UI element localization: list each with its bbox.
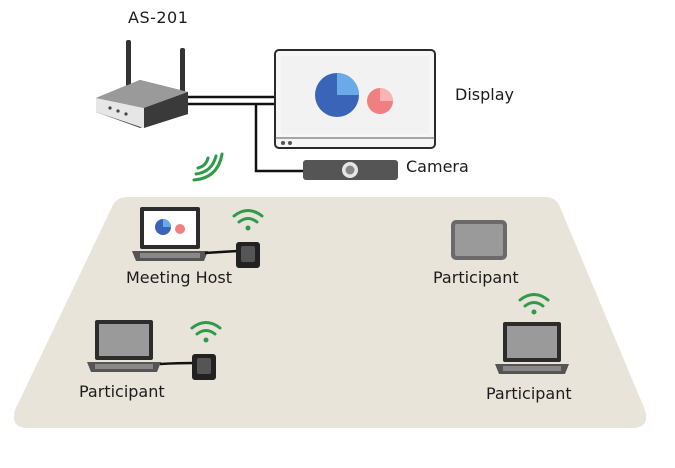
tablet-icon xyxy=(451,220,507,260)
connection-cables xyxy=(186,95,303,173)
participant-laptop-left-icon xyxy=(87,320,161,372)
router-name-label: AS-201 xyxy=(128,8,189,27)
camera-label: Camera xyxy=(406,157,469,176)
host-laptop-icon xyxy=(132,207,208,261)
wireless-router-icon xyxy=(96,40,188,128)
participant-right-wifi-icon xyxy=(518,293,550,315)
host-dongle-icon xyxy=(204,242,260,268)
host-wifi-icon xyxy=(232,209,264,231)
participant-right-label: Participant xyxy=(486,384,572,403)
participant-left-dongle-icon xyxy=(159,354,216,380)
participant-left-label: Participant xyxy=(79,382,165,401)
participant-tablet-label: Participant xyxy=(433,268,519,287)
monitor-icon xyxy=(274,49,436,149)
camera-bar-icon xyxy=(303,160,398,180)
meeting-host-label: Meeting Host xyxy=(126,268,233,287)
display-label: Display xyxy=(455,85,514,104)
participant-laptop-right-icon xyxy=(495,322,569,374)
participant-left-wifi-icon xyxy=(190,321,222,343)
router-wifi-icon xyxy=(192,152,224,182)
